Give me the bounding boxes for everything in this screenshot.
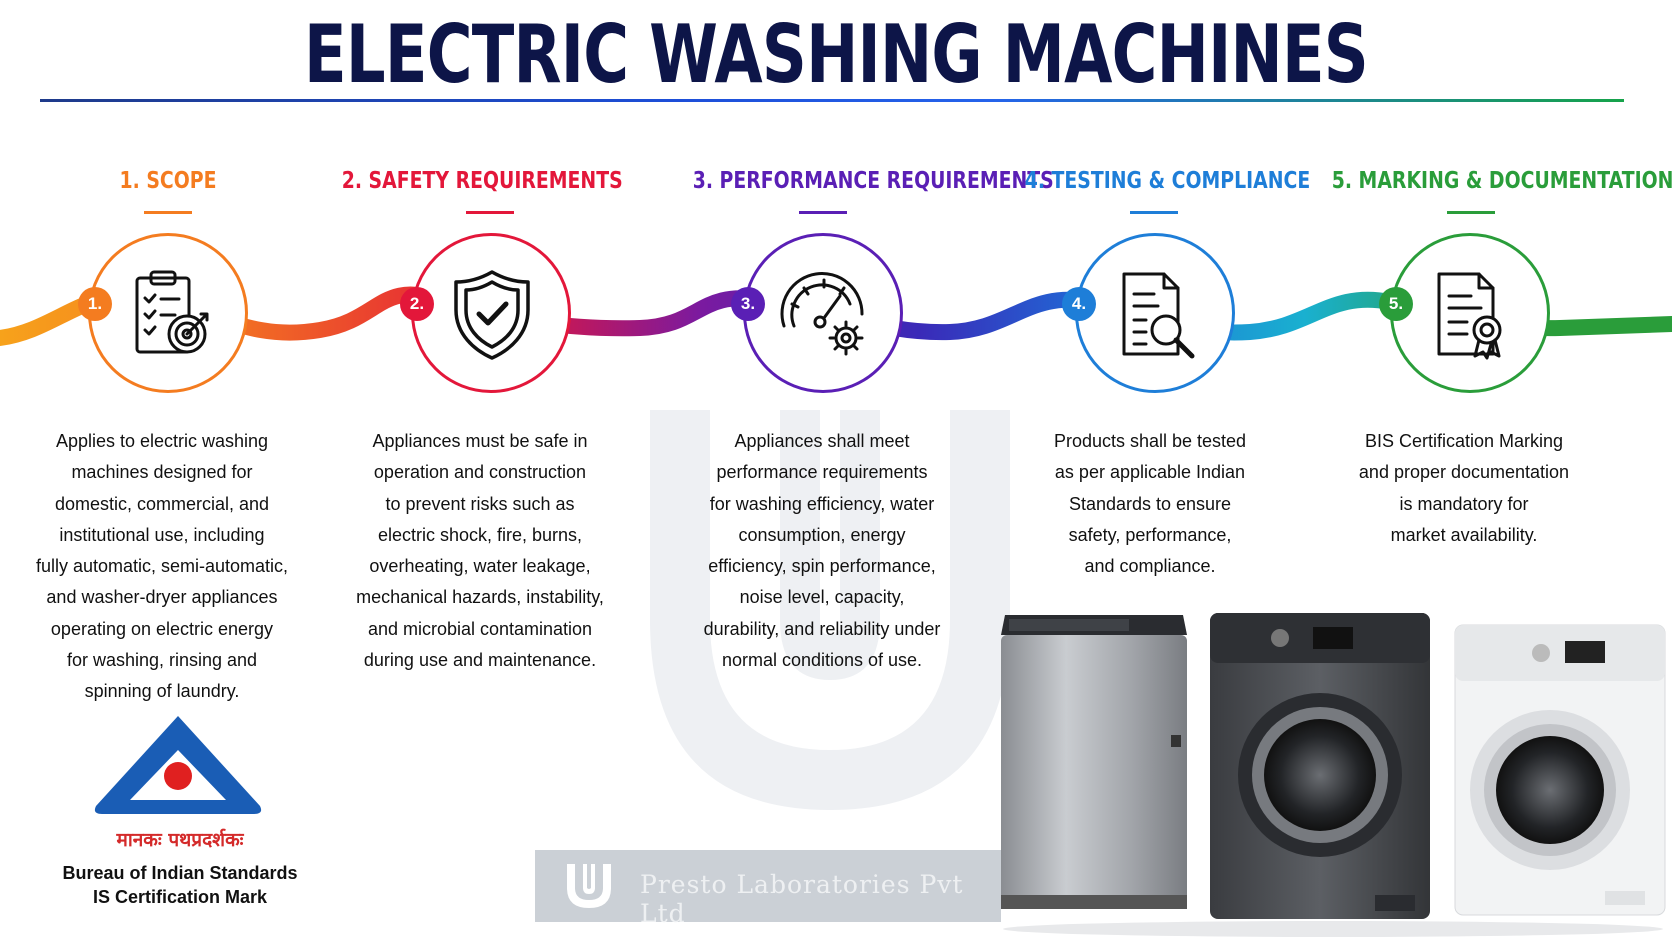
presto-watermark-banner: Presto Laboratories Pvt Ltd	[535, 850, 1001, 928]
step-3-title: 3. PERFORMANCE REQUIREMENTS	[692, 168, 1054, 194]
step-2-underline	[466, 211, 514, 214]
presto-company-name: Presto Laboratories Pvt Ltd	[640, 870, 964, 928]
step-5-circle	[1390, 233, 1550, 393]
top-load-washer-image	[1001, 615, 1187, 909]
step-1-circle	[88, 233, 248, 393]
front-load-washer-dark-image	[1210, 613, 1430, 919]
step-3-circle	[743, 233, 903, 393]
step-3-underline	[799, 211, 847, 214]
step-5-description: BIS Certification Marking and proper doc…	[1358, 431, 1570, 545]
step-2-description: Appliances must be safe in operation and…	[356, 431, 604, 671]
presto-logo-icon	[567, 864, 611, 908]
bis-name: Bureau of Indian Standards	[62, 863, 298, 883]
step-5-number-badge: 5.	[1379, 287, 1413, 321]
step-5-title: 5. MARKING & DOCUMENTATION	[1331, 168, 1672, 194]
front-load-washer-white-image	[1454, 624, 1666, 916]
step-4-circle	[1075, 233, 1235, 393]
certificate-document-icon	[1437, 272, 1502, 360]
step-4-description: Products shall be tested as per applicab…	[1053, 431, 1247, 577]
step-1-title: 1. SCOPE	[119, 168, 217, 194]
bis-certification-logo	[94, 716, 262, 814]
step-2-title: 2. SAFETY REQUIREMENTS	[341, 168, 623, 194]
clipboard-target-icon	[135, 270, 209, 354]
step-2-circle	[411, 233, 571, 393]
presto-watermark-icon	[650, 410, 1010, 810]
step-1-description: Applies to electric washing machines des…	[35, 431, 289, 702]
step-1-number-badge: 1.	[78, 287, 112, 321]
page-title: ELECTRIC WASHING MACHINES	[304, 8, 1369, 101]
bis-caption: Bureau of Indian Standards IS Certificat…	[30, 861, 330, 909]
step-3-number-badge: 3.	[731, 287, 765, 321]
shield-check-icon	[454, 270, 530, 360]
washing-machines-illustration	[1001, 613, 1666, 937]
gauge-gear-icon	[780, 272, 864, 356]
step-4-number-badge: 4.	[1062, 287, 1096, 321]
bis-hindi-motto: मानकः पथप्रदर्शकः	[116, 829, 244, 851]
step-4-title: 4. TESTING & COMPLIANCE	[1024, 168, 1311, 194]
bis-mark-label: IS Certification Mark	[92, 887, 268, 907]
step-2-number-badge: 2.	[400, 287, 434, 321]
step-4-underline	[1130, 211, 1178, 214]
title-divider	[40, 99, 1624, 102]
document-search-icon	[1122, 272, 1195, 359]
step-3-description: Appliances shall meet performance requir…	[703, 431, 941, 671]
step-5-underline	[1447, 211, 1495, 214]
step-1-underline	[144, 211, 192, 214]
